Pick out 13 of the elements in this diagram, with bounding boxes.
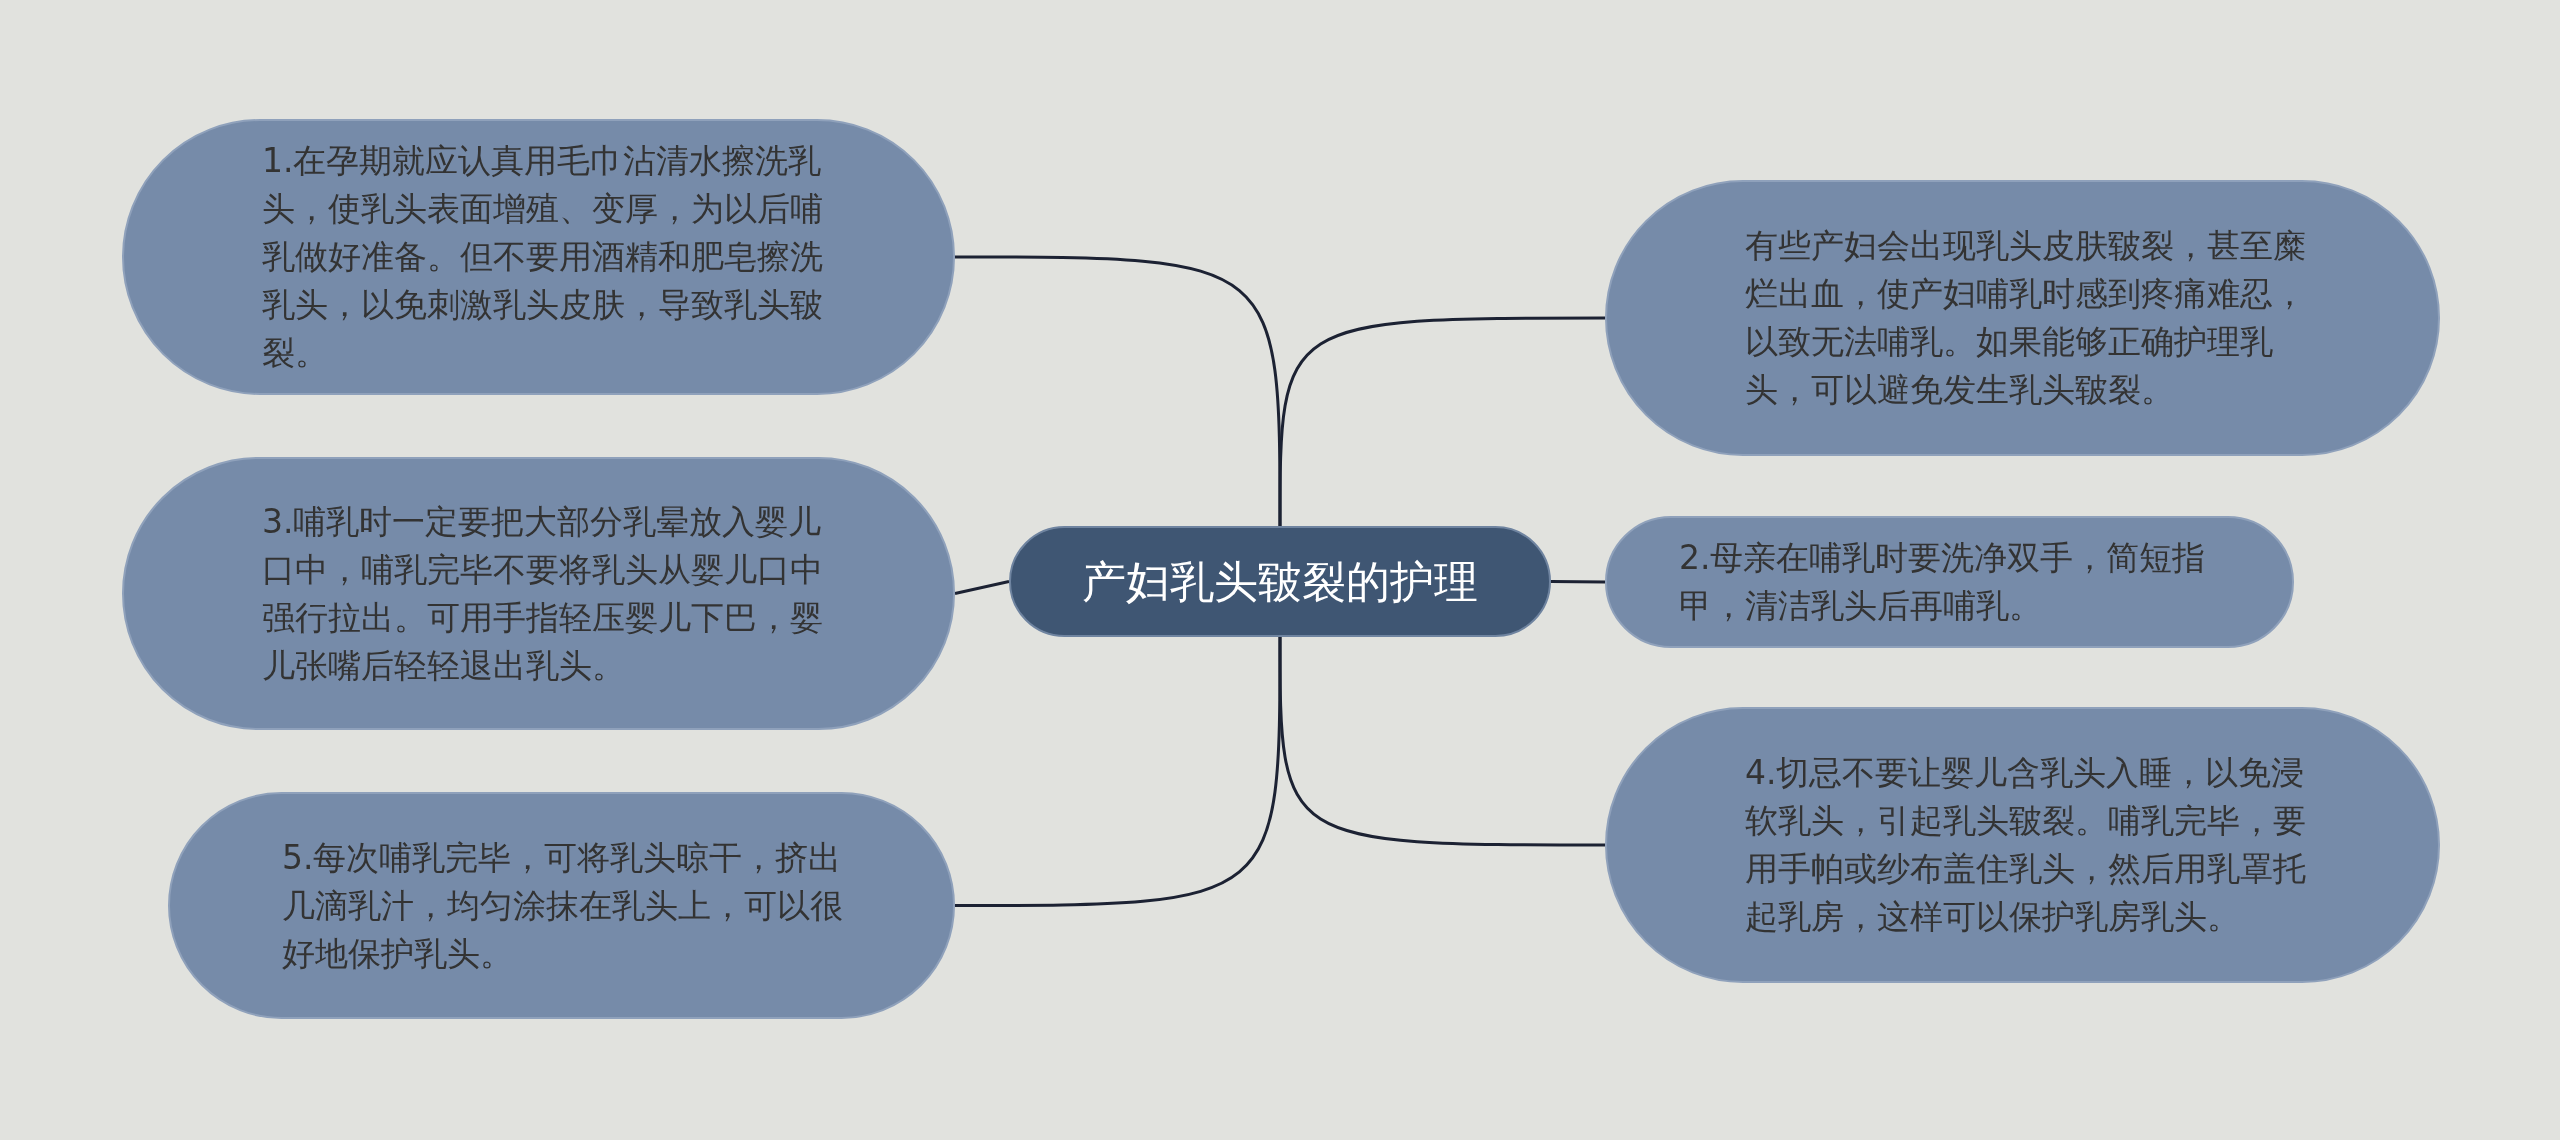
topic-text: 2.母亲在哺乳时要洗净双手，简短指甲，清洁乳头后再哺乳。 [1679,537,2207,627]
topic-text: 1.在孕期就应认真用毛巾沾清水擦洗乳头，使乳头表面增殖、变厚，为以后哺乳做好准备。但不要用酒精和肥皂擦洗乳头，以免刺激乳头皮肤，导致乳头皲裂。 [262,140,824,374]
topic-text: 5.每次哺乳完毕，可将乳头晾干，挤出几滴乳汁，均匀涂抹在乳头上，可以很好地保护乳头。 [282,836,844,975]
topic-text: 3.哺乳时一定要把大部分乳晕放入婴儿口中，哺乳完毕不要将乳头从婴儿口中强行拉出。可用手指轻压婴儿下巴，婴儿张嘴后轻轻退出乳头。 [262,500,824,687]
connector-line [955,255,1282,526]
topic-text: 产妇乳头皲裂的护理 [1082,554,1478,609]
connector-line [955,637,1282,907]
connector-line [1551,580,1605,584]
connector-line [1278,316,1605,526]
connector-line [1278,637,1605,847]
topic-text: 有些产妇会出现乳头皮肤皲裂，甚至糜烂出血，使产妇哺乳时感到疼痛难忍，以致无法哺乳。如果能够正确护理乳头，可以避免发生乳头皲裂。 [1745,225,2307,411]
connector-line [954,580,1010,595]
topic-text: 4.切忌不要让婴儿含乳头入睡，以免浸软乳头，引起乳头皲裂。哺乳完毕，要用手帕或纱布盖住乳头，然后用乳罩托起乳房，这样可以保护乳房乳头。 [1745,752,2307,938]
